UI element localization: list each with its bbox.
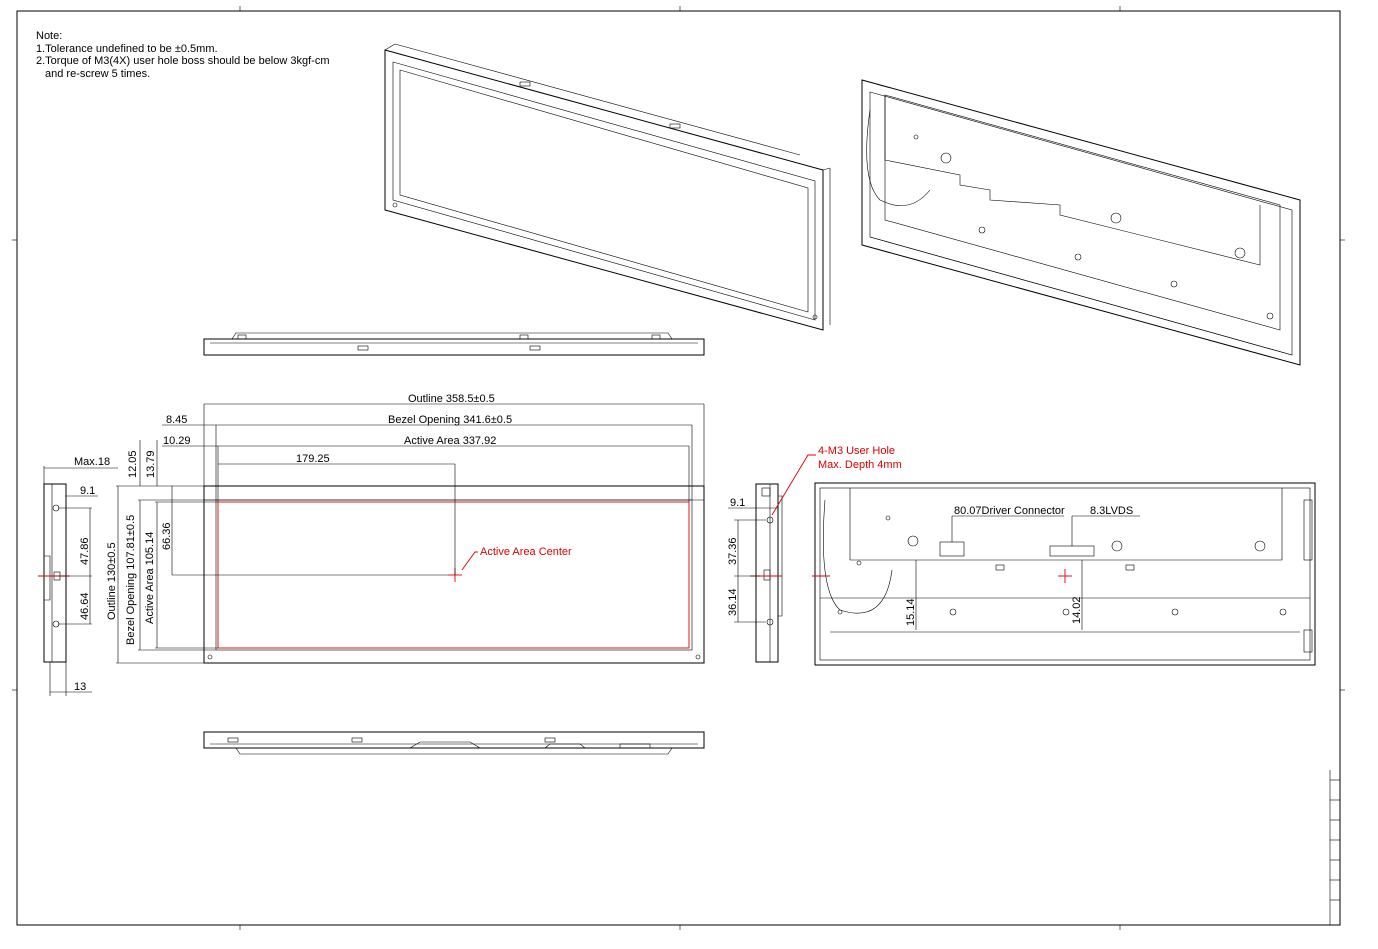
- dim-offset-active: 10.29: [163, 435, 191, 447]
- top-side-view: [203, 332, 705, 356]
- dim-rear-height-left: 15.14: [905, 598, 917, 626]
- notes-block: Note: 1.Tolerance undefined to be ±0.5mm…: [36, 30, 330, 80]
- dim-active-width: Active Area 337.92: [404, 435, 496, 447]
- dim-bezel-height: Bezel Opening 107.81±0.5: [125, 515, 137, 645]
- dim-bottom-offset: 13: [74, 681, 86, 693]
- isometric-rear-view: [861, 79, 1301, 366]
- dim-offset-top-bezel: 12.05: [127, 450, 139, 478]
- label-user-hole-line-1: 4-M3 User Hole: [818, 445, 895, 457]
- dim-left-lower-span: 46.64: [79, 592, 91, 620]
- dim-left-hole-offset: 9.1: [80, 485, 95, 497]
- dim-rear-height-right: 14.02: [1071, 596, 1083, 624]
- dim-max-depth: Max.18: [74, 456, 110, 468]
- dim-right-upper-span: 37.36: [727, 537, 739, 565]
- note-line-1: 1.Tolerance undefined to be ±0.5mm.: [36, 42, 218, 55]
- dim-outline-width: Outline 358.5±0.5: [408, 393, 495, 405]
- dim-center-x: 179.25: [296, 453, 330, 465]
- dim-offset-top-active: 13.79: [145, 450, 157, 478]
- right-side-view: [728, 454, 816, 663]
- note-line-2: 2.Torque of M3(4X) user hole boss should…: [36, 55, 330, 67]
- sheet-border-ticks: [12, 6, 1345, 930]
- dim-left-upper-span: 47.86: [79, 537, 91, 565]
- dim-bezel-width: Bezel Opening 341.6±0.5: [388, 414, 512, 426]
- label-user-hole-line-2: Max. Depth 4mm: [818, 459, 902, 471]
- isometric-front-view: [384, 43, 831, 331]
- dim-driver-connector: 80.07Driver Connector: [954, 505, 1065, 517]
- label-active-area-center: Active Area Center: [480, 546, 572, 558]
- note-heading: Note:: [36, 30, 63, 42]
- dim-active-height: Active Area 105.14: [144, 532, 156, 624]
- dim-lvds: 8.3LVDS: [1090, 505, 1133, 517]
- dim-outline-height: Outline 130±0.5: [106, 542, 118, 620]
- sheet-frame: [16, 10, 1341, 926]
- dim-right-hole-offset: 9.1: [730, 497, 745, 509]
- bottom-side-view: [203, 731, 705, 755]
- front-view: [203, 485, 705, 664]
- note-line-3: and re-screw 5 times.: [45, 67, 151, 80]
- left-side-view: [38, 466, 118, 696]
- front-view-dimensions: [116, 403, 705, 664]
- dim-offset-bezel: 8.45: [166, 414, 187, 426]
- dim-right-lower-span: 36.14: [727, 588, 739, 616]
- rear-view: [812, 482, 1316, 666]
- dim-center-y: 66.36: [161, 522, 173, 550]
